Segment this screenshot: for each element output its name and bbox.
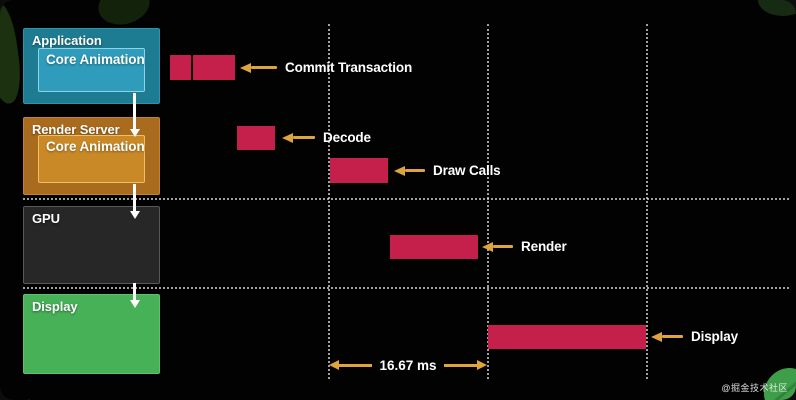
background-leaf-artifact (758, 0, 796, 16)
timeline-bar-commit-transaction-2 (193, 55, 235, 80)
frame-boundary-line-3 (646, 24, 648, 379)
callout-decode: Decode (282, 129, 371, 146)
left-arrow-icon (282, 132, 293, 143)
watermark: @掘金技术社区 (721, 383, 788, 393)
flow-arrow-down-icon (129, 283, 140, 308)
frame-boundary-line-1 (328, 24, 330, 379)
stage-box-render-server: Render Server Core Animation (23, 117, 160, 195)
callout-label: Draw Calls (433, 163, 501, 178)
arrow-line (443, 363, 478, 367)
stage-box-application: Application Core Animation (23, 28, 160, 104)
callout-label: Render (521, 239, 567, 254)
callout-label: Commit Transaction (285, 60, 413, 75)
timeline-bar-commit-transaction-1 (170, 55, 191, 80)
stage-label-application: Application (32, 33, 102, 48)
arrow-line (293, 136, 315, 139)
frame-duration-annotation: 16.67 ms (329, 356, 488, 374)
arrow-line (405, 169, 425, 172)
flow-arrow-down-icon (129, 184, 140, 219)
frame-boundary-line-2 (487, 24, 489, 379)
callout-commit-transaction: Commit Transaction (240, 59, 412, 76)
background-leaf-artifact (0, 0, 25, 106)
timeline-bar-display (488, 325, 646, 349)
callout-display: Display (651, 328, 738, 345)
core-animation-box: Core Animation (38, 135, 145, 183)
arrow-line (251, 66, 277, 69)
callout-draw-calls: Draw Calls (394, 162, 501, 179)
stage-divider-line-2 (23, 287, 789, 289)
stage-label-render-server: Render Server (32, 122, 120, 137)
stage-divider-line-1 (23, 198, 789, 200)
left-arrow-icon (482, 241, 493, 252)
timeline-bar-render (390, 235, 478, 259)
background-leaf-artifact (93, 0, 155, 31)
stage-label-display: Display (32, 299, 78, 314)
core-animation-box: Core Animation (38, 48, 145, 92)
left-arrow-icon (240, 62, 251, 73)
right-arrowhead-icon (477, 360, 488, 370)
timeline-bar-draw-calls (330, 158, 388, 183)
flow-arrow-down-icon (129, 93, 140, 137)
callout-label: Display (691, 329, 738, 344)
stage-box-gpu: GPU (23, 206, 160, 284)
arrow-line (339, 363, 373, 367)
callout-render: Render (482, 238, 567, 255)
stage-label-gpu: GPU (32, 211, 60, 226)
frame-duration-label: 16.67 ms (379, 357, 437, 373)
arrow-line (493, 245, 513, 248)
left-arrow-icon (394, 165, 405, 176)
arrow-line (662, 335, 683, 338)
left-arrowhead-icon (329, 360, 339, 370)
callout-label: Decode (323, 130, 371, 145)
core-animation-label: Core Animation (46, 52, 145, 67)
core-animation-label: Core Animation (46, 139, 145, 154)
left-arrow-icon (651, 331, 662, 342)
timeline-bar-decode (237, 126, 275, 150)
